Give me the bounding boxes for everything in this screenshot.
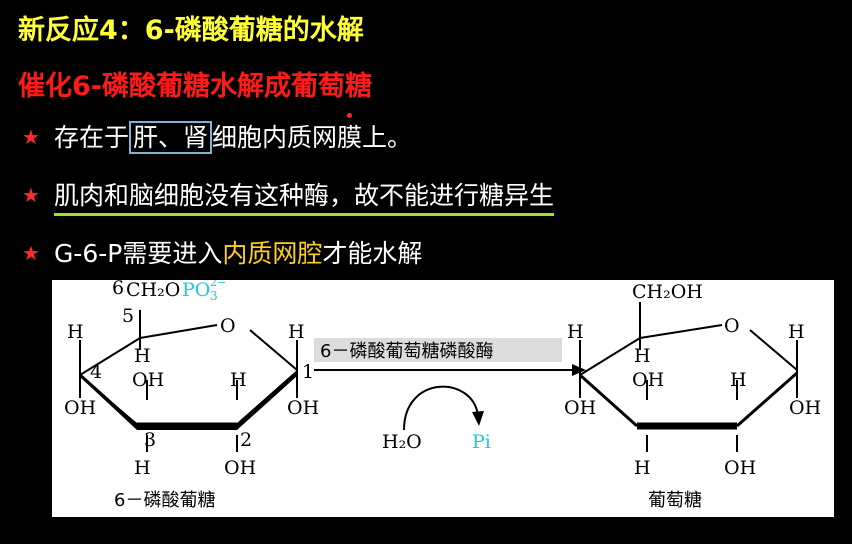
star-icon: ★ — [22, 241, 40, 265]
oh-r-c2: OH — [724, 457, 756, 479]
pi-label: Pi — [472, 431, 491, 453]
num-5: 5 — [122, 305, 134, 327]
h-c4-top: H — [67, 321, 84, 343]
num-2: 2 — [240, 429, 252, 451]
bullet-2-text: 肌肉和脑细胞没有这种酶，故不能进行糖异生 — [53, 181, 554, 216]
g6p-ring — [78, 310, 298, 452]
ch2o-label: CH₂O — [126, 280, 180, 301]
curve-arrowhead-icon — [472, 411, 484, 426]
bullet-3-highlight: 内质网腔 — [222, 239, 323, 268]
oh-r-c3-top: OH — [632, 369, 664, 391]
reaction-diagram: 6 CH₂O PO 3 2− 5 O H H H 4 OH H 1 OH OH … — [64, 280, 821, 511]
bullet-1: ★ 存在于肝、肾细胞内质网膜上。 — [22, 118, 412, 154]
enzyme-label: 6－磷酸葡萄糖磷酸酶 — [320, 341, 493, 362]
h-r-c5: H — [634, 345, 651, 367]
oh-c3-top: OH — [132, 369, 164, 391]
ch2oh-label: CH₂OH — [632, 281, 703, 303]
oh-r-c4: OH — [564, 397, 596, 419]
h2o-label: H₂O — [382, 431, 422, 453]
po3-sup: 2− — [210, 280, 226, 289]
num-4: 4 — [90, 361, 102, 383]
bullet-3-suffix: 才能水解 — [322, 239, 423, 268]
oh-c4: OH — [64, 397, 96, 419]
red-dot-mark — [347, 113, 352, 118]
reaction-figure: 6 CH₂O PO 3 2− 5 O H H H 4 OH H 1 OH OH … — [52, 280, 834, 517]
slide-title: 新反应4：6-磷酸葡糖的水解 — [18, 15, 364, 46]
h-r-c2-top: H — [730, 369, 747, 391]
glucose-ring — [578, 302, 798, 452]
bullet-3: ★ G-6-P需要进入内质网腔才能水解 — [22, 234, 422, 270]
star-icon: ★ — [22, 125, 40, 149]
h-r-c4-top: H — [567, 321, 584, 343]
bullet-1-prefix: 存在于 — [53, 123, 129, 152]
bullet-3-prefix: G-6-P需要进入 — [53, 239, 223, 268]
bullet-2: ★ 肌肉和脑细胞没有这种酶，故不能进行糖异生 — [22, 176, 554, 216]
num-3: 3 — [144, 429, 156, 451]
ring-o-left: O — [220, 315, 236, 337]
po3-label: PO — [182, 280, 210, 301]
left-compound-label: 6－磷酸葡糖 — [114, 490, 215, 511]
ring-o-right: O — [724, 315, 740, 337]
po3-sub: 3 — [210, 289, 218, 303]
num-6: 6 — [112, 280, 124, 299]
star-icon: ★ — [22, 183, 40, 207]
bullet-1-boxed: 肝、肾 — [128, 121, 212, 154]
enzyme-label-bg — [314, 338, 562, 362]
h-c3: H — [134, 457, 151, 479]
num-1: 1 — [302, 361, 314, 383]
oh-r-c1: OH — [789, 397, 821, 419]
h-c1-top: H — [288, 321, 305, 343]
water-pi-curve — [403, 385, 479, 431]
h-c2-top: H — [230, 369, 247, 391]
h-r-c1-top: H — [788, 321, 805, 343]
slide-subtitle: 催化6-磷酸葡糖水解成葡萄糖 — [18, 71, 372, 102]
h-c5: H — [134, 345, 151, 367]
bullet-1-suffix: 细胞内质网膜上。 — [211, 123, 412, 152]
h-r-c3: H — [634, 457, 651, 479]
right-compound-label: 葡萄糖 — [648, 490, 702, 511]
oh-c2: OH — [224, 457, 256, 479]
oh-c1: OH — [287, 397, 319, 419]
